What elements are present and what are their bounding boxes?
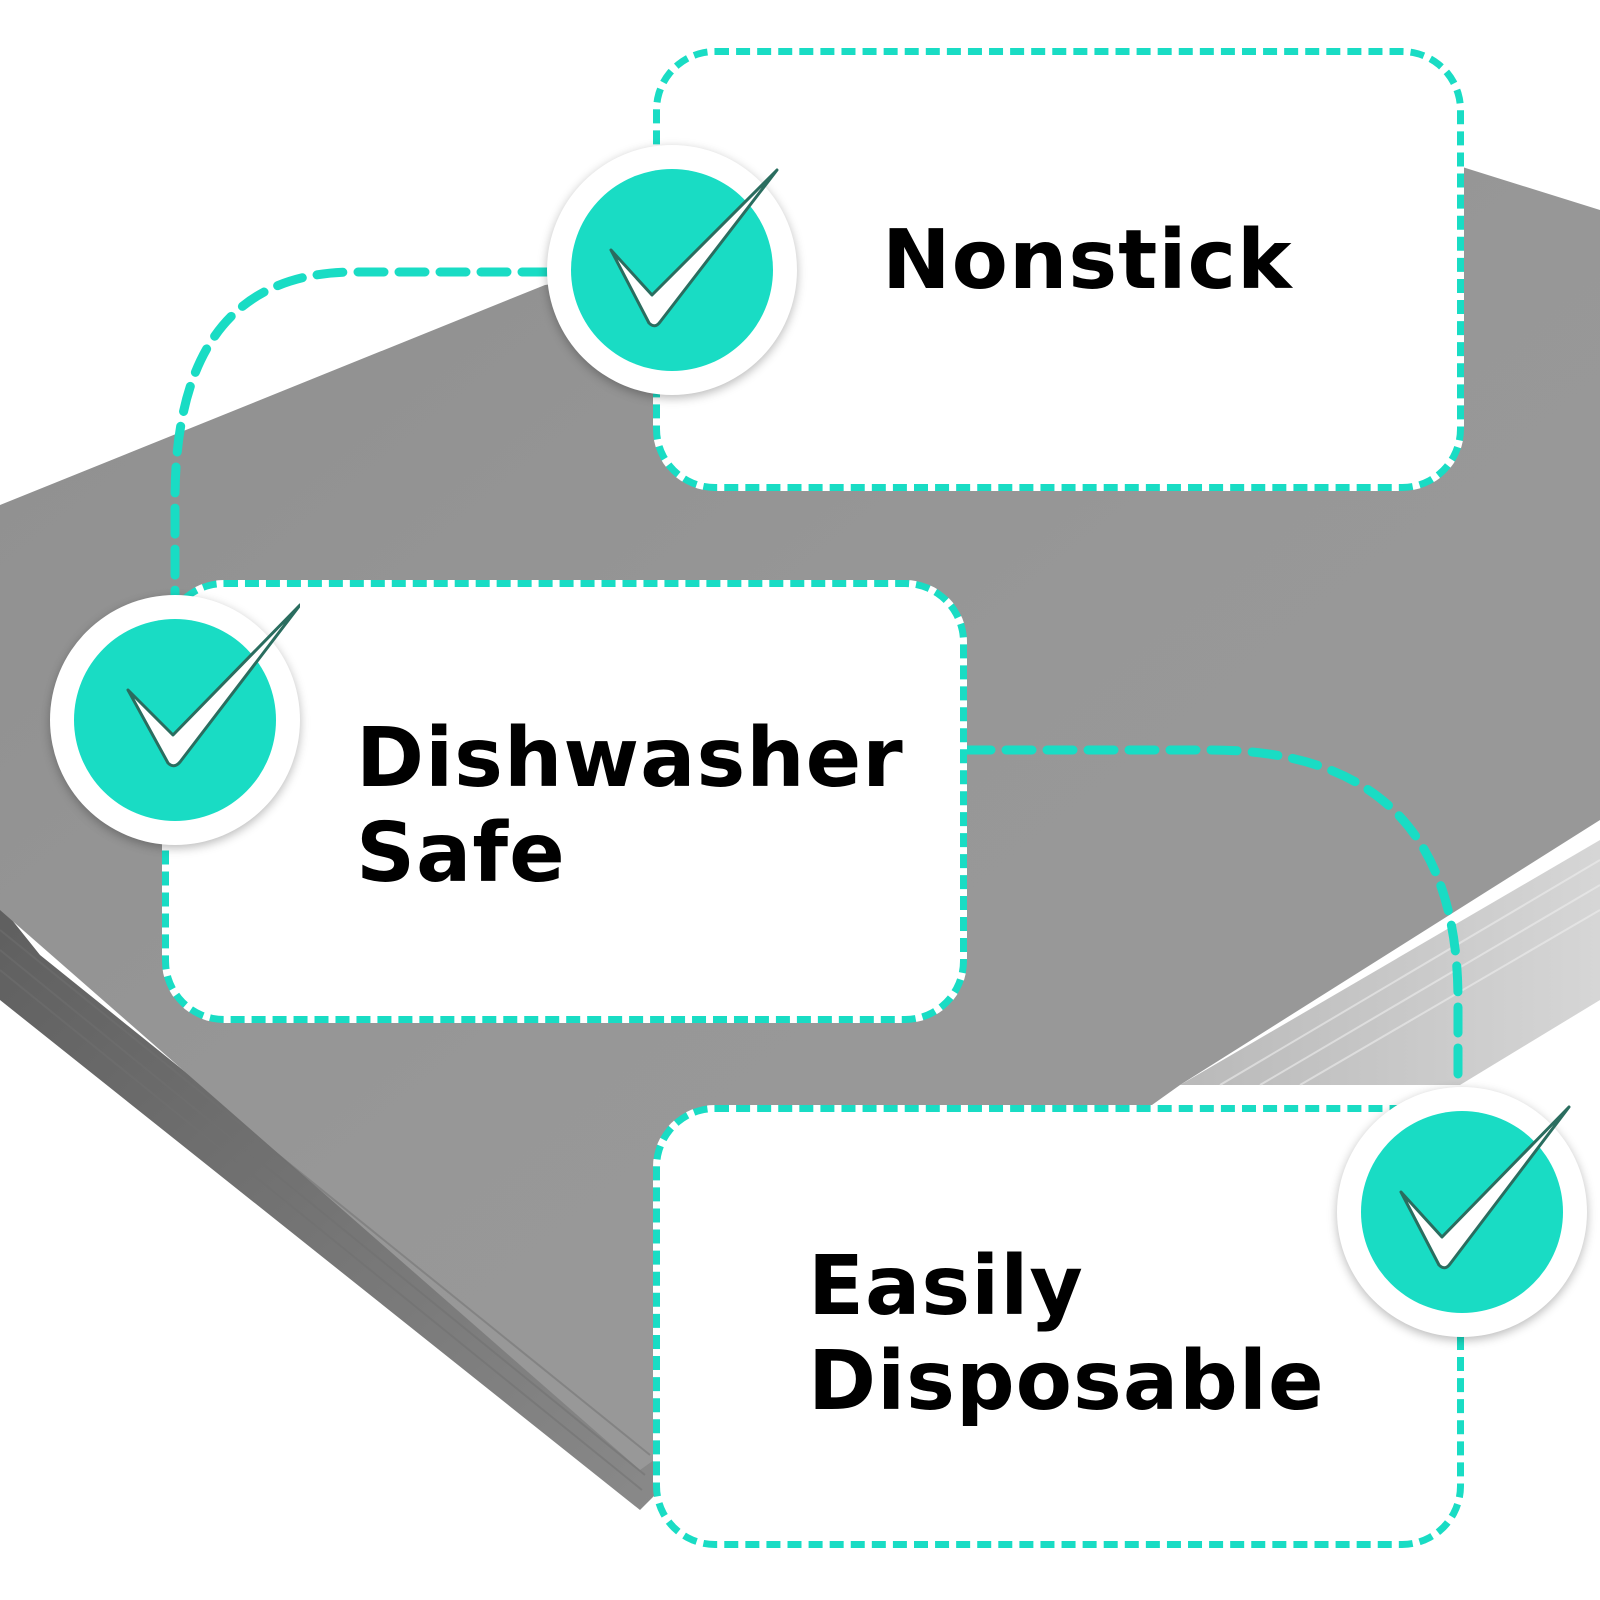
feature-label-dishwasher: Dishwasher <box>356 711 904 806</box>
checkmark-badge-easily-disposable <box>1337 1087 1587 1337</box>
feature-label-nonstick: Nonstick <box>882 213 1293 308</box>
checkmark-badge-dishwasher-safe <box>50 595 300 845</box>
feature-card-easily-disposable: Easily Disposable <box>653 1105 1464 1548</box>
feature-label-safe: Safe <box>356 806 566 901</box>
checkmark-badge-circle <box>571 169 773 371</box>
checkmark-badge-circle <box>74 619 276 821</box>
checkmark-icon <box>1399 1105 1571 1270</box>
checkmark-icon <box>609 168 779 328</box>
feature-label-easily: Easily <box>808 1239 1084 1334</box>
checkmark-badge-circle <box>1361 1111 1563 1313</box>
checkmark-icon <box>126 603 300 768</box>
feature-label-disposable: Disposable <box>808 1334 1325 1429</box>
feature-card-dishwasher-safe: Dishwasher Safe <box>162 580 967 1023</box>
checkmark-badge-nonstick <box>547 145 797 395</box>
